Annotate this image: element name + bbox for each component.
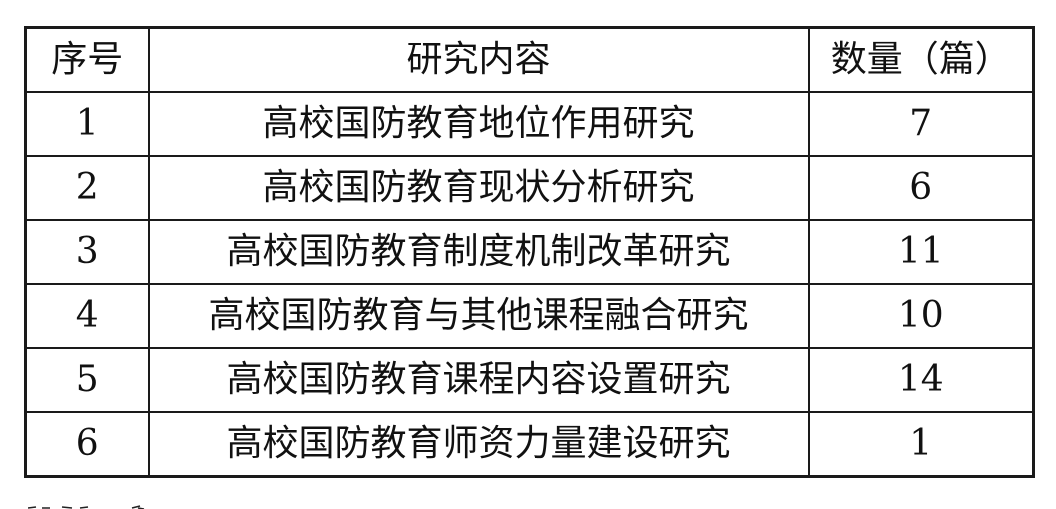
row-count: 11 (807, 219, 1035, 285)
row-index: 1 (24, 91, 150, 157)
row-index: 2 (24, 155, 150, 221)
row-count: 10 (807, 283, 1035, 349)
row-count: 1 (807, 411, 1035, 478)
row-count: 7 (807, 91, 1035, 157)
cropped-text-fragment (28, 505, 145, 509)
header-index: 序号 (24, 26, 150, 93)
row-topic: 高校国防教育地位作用研究 (147, 91, 810, 157)
table-row: 4 高校国防教育与其他课程融合研究 10 (24, 283, 1035, 349)
research-table-container: 序号 研究内容 数量（篇） 1 高校国防教育地位作用研究 7 2 高校国防教育现… (24, 26, 1035, 478)
table-header-row: 序号 研究内容 数量（篇） (24, 26, 1035, 93)
header-count: 数量（篇） (807, 26, 1035, 93)
row-topic: 高校国防教育课程内容设置研究 (147, 347, 810, 413)
row-topic: 高校国防教育制度机制改革研究 (147, 219, 810, 285)
table-row: 3 高校国防教育制度机制改革研究 11 (24, 219, 1035, 285)
row-topic: 高校国防教育现状分析研究 (147, 155, 810, 221)
row-index: 3 (24, 219, 150, 285)
row-topic: 高校国防教育与其他课程融合研究 (147, 283, 810, 349)
table-row: 6 高校国防教育师资力量建设研究 1 (24, 411, 1035, 478)
row-index: 4 (24, 283, 150, 349)
row-topic: 高校国防教育师资力量建设研究 (147, 411, 810, 478)
header-topic: 研究内容 (147, 26, 810, 93)
table-row: 2 高校国防教育现状分析研究 6 (24, 155, 1035, 221)
row-index: 6 (24, 411, 150, 478)
table-row: 5 高校国防教育课程内容设置研究 14 (24, 347, 1035, 413)
row-count: 6 (807, 155, 1035, 221)
table-row: 1 高校国防教育地位作用研究 7 (24, 91, 1035, 157)
research-topics-table: 序号 研究内容 数量（篇） 1 高校国防教育地位作用研究 7 2 高校国防教育现… (24, 26, 1035, 478)
row-count: 14 (807, 347, 1035, 413)
row-index: 5 (24, 347, 150, 413)
